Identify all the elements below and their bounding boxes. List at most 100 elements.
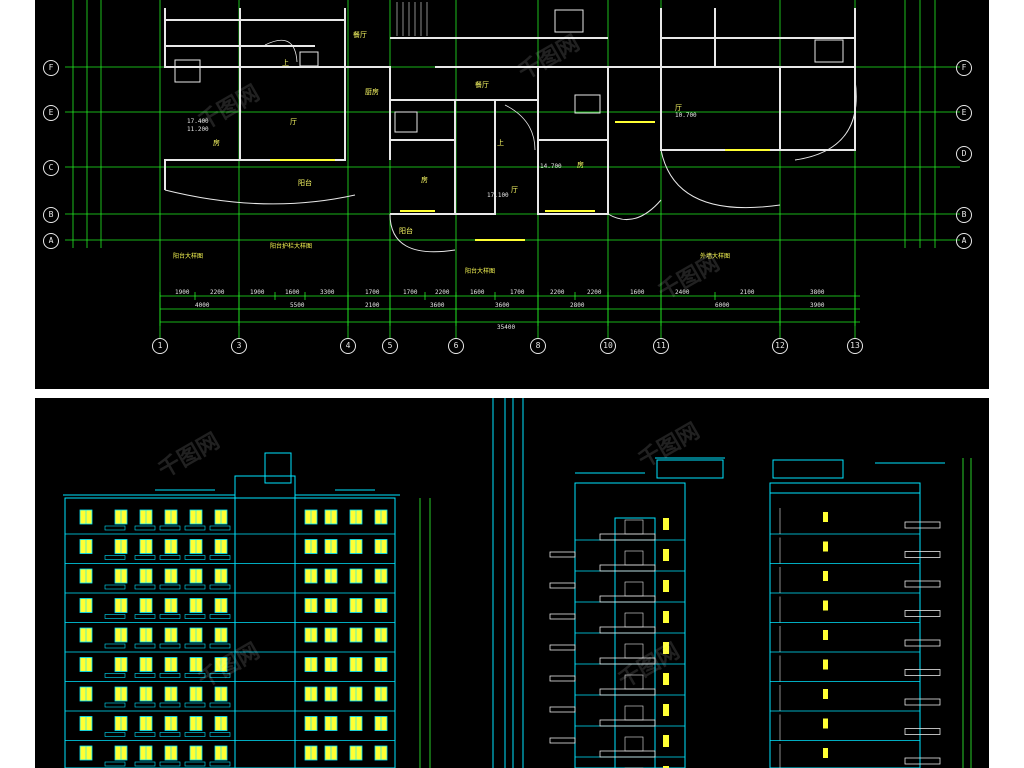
window bbox=[823, 718, 828, 729]
balcony-rail bbox=[209, 643, 231, 649]
dimension-label: 2200 bbox=[435, 289, 450, 296]
detail-note: 阳台护栏大样图 bbox=[270, 243, 313, 250]
dimension-label: 1900 bbox=[250, 289, 265, 296]
balcony-rail bbox=[209, 555, 231, 560]
balcony-rail bbox=[184, 732, 206, 737]
axis-marker-right-a: A bbox=[956, 233, 972, 249]
balcony-rail bbox=[209, 761, 231, 767]
room-label: 餐厅 bbox=[353, 31, 367, 39]
balcony-rail bbox=[599, 595, 656, 603]
room-label: 上 bbox=[282, 59, 289, 67]
level-mark: 10.700 bbox=[675, 112, 697, 119]
balcony-rail bbox=[549, 613, 576, 620]
balcony-rail bbox=[184, 614, 206, 619]
window bbox=[823, 630, 828, 640]
balcony-rail bbox=[599, 750, 656, 758]
window bbox=[823, 512, 828, 522]
balcony-rail bbox=[104, 702, 126, 708]
axis-marker-left-a: A bbox=[43, 233, 59, 249]
window bbox=[823, 571, 828, 581]
balcony-rail bbox=[159, 643, 181, 649]
balcony-rail bbox=[549, 675, 576, 682]
dimension-label: 2100 bbox=[365, 302, 380, 309]
balcony-rail bbox=[134, 761, 156, 767]
axis-marker-col-3: 3 bbox=[231, 338, 247, 354]
dimension-label: 2200 bbox=[210, 289, 225, 296]
balcony-rail bbox=[549, 582, 576, 589]
balcony-rail bbox=[184, 673, 206, 678]
axis-marker-left-f: F bbox=[43, 60, 59, 76]
balcony-rail bbox=[184, 643, 206, 649]
axis-marker-col-11: 11 bbox=[653, 338, 669, 354]
level-mark: 11.200 bbox=[187, 126, 209, 133]
balcony-rail bbox=[134, 555, 156, 560]
dimension-label: 1700 bbox=[510, 289, 525, 296]
room-label: 房 bbox=[213, 139, 220, 147]
dimension-total: 35400 bbox=[497, 324, 516, 331]
dimension-label: 1600 bbox=[470, 289, 485, 296]
room-label: 阳台 bbox=[399, 227, 413, 235]
balcony-rail bbox=[904, 610, 941, 617]
window bbox=[823, 689, 828, 699]
dimension-label: 2200 bbox=[587, 289, 602, 296]
window bbox=[624, 643, 644, 659]
balcony-rail bbox=[104, 555, 126, 560]
balcony-rail bbox=[104, 614, 126, 619]
room-label: 厨房 bbox=[365, 88, 379, 96]
balcony-rail bbox=[549, 706, 576, 713]
floor-plan-drawing bbox=[65, 0, 960, 338]
dimension-label: 4000 bbox=[195, 302, 210, 309]
axis-marker-left-e: E bbox=[43, 105, 59, 121]
room-label: 阳台 bbox=[298, 179, 312, 187]
balcony-rail bbox=[209, 732, 231, 737]
detail-note: 阳台大样图 bbox=[173, 253, 204, 260]
window bbox=[823, 748, 828, 758]
balcony-rail bbox=[104, 525, 126, 531]
balcony-rail bbox=[904, 580, 941, 588]
room-label: 厅 bbox=[290, 118, 297, 126]
room-label: 厅 bbox=[511, 186, 518, 194]
floor-plan-panel: F E C B A F E D B A 1 3 4 5 6 8 10 11 12… bbox=[35, 0, 989, 389]
balcony-rail bbox=[599, 626, 656, 634]
dimension-label: 1600 bbox=[285, 289, 300, 296]
balcony-rail bbox=[549, 644, 576, 651]
balcony-rail bbox=[134, 525, 156, 531]
window bbox=[663, 673, 669, 685]
dimension-label: 5500 bbox=[290, 302, 305, 309]
balcony-rail bbox=[159, 702, 181, 708]
axis-marker-col-12: 12 bbox=[772, 338, 788, 354]
dimension-label: 2400 bbox=[675, 289, 690, 296]
balcony-rail bbox=[549, 737, 576, 744]
balcony-rail bbox=[904, 757, 941, 765]
axis-marker-right-b: B bbox=[956, 207, 972, 223]
dimension-label: 6000 bbox=[715, 302, 730, 309]
dimension-label: 3600 bbox=[495, 302, 510, 309]
dimension-label: 3300 bbox=[320, 289, 335, 296]
balcony-rail bbox=[134, 732, 156, 737]
balcony-rail bbox=[904, 521, 941, 529]
axis-marker-col-8: 8 bbox=[530, 338, 546, 354]
balcony-rail bbox=[134, 702, 156, 708]
window bbox=[663, 704, 669, 716]
window bbox=[624, 736, 644, 752]
balcony-rail bbox=[184, 702, 206, 708]
axis-marker-col-4: 4 bbox=[340, 338, 356, 354]
balcony-rail bbox=[159, 614, 181, 619]
balcony-rail bbox=[104, 584, 126, 590]
balcony-rail bbox=[599, 719, 656, 727]
detail-note: 阳台大样图 bbox=[465, 268, 496, 275]
level-mark: 17.400 bbox=[187, 118, 209, 125]
dimension-label: 1700 bbox=[403, 289, 418, 296]
dimension-label: 1700 bbox=[365, 289, 380, 296]
balcony-rail bbox=[549, 551, 576, 558]
balcony-rail bbox=[104, 673, 126, 678]
axis-marker-col-13: 13 bbox=[847, 338, 863, 354]
window bbox=[624, 705, 644, 721]
balcony-rail bbox=[159, 761, 181, 767]
balcony-rail bbox=[134, 584, 156, 590]
window bbox=[624, 581, 644, 597]
room-label: 房 bbox=[577, 161, 584, 169]
balcony-rail bbox=[104, 732, 126, 737]
window bbox=[663, 766, 669, 768]
dimension-label: 3600 bbox=[430, 302, 445, 309]
